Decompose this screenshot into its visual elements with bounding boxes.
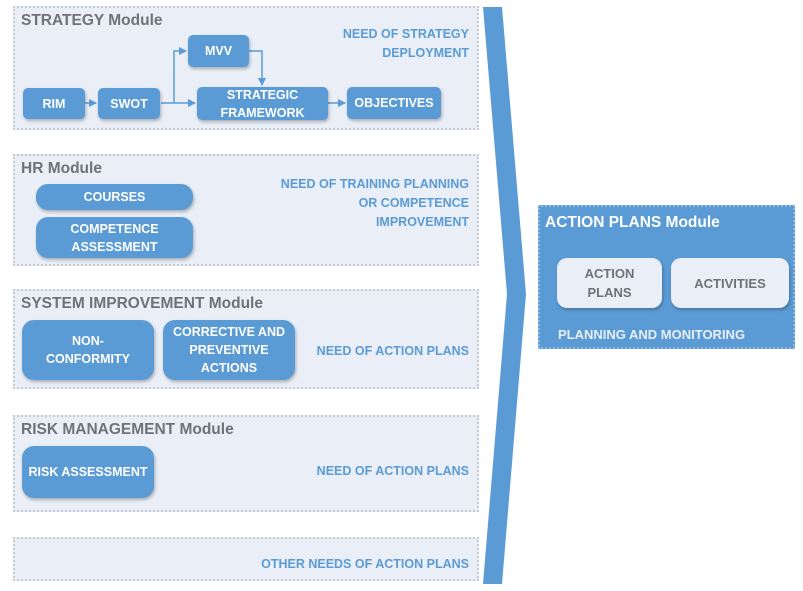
risk-assessment-node: RISK ASSESSMENT [22, 446, 154, 498]
action-plans-module-panel: ACTION PLANS Module ACTION PLANS ACTIVIT… [538, 205, 795, 349]
non-conformity-node: NON- CONFORMITY [22, 320, 154, 380]
activities-node: ACTIVITIES [671, 258, 789, 308]
mvv-to-framework-arrow [249, 50, 266, 86]
system-improvement-need-label: NEED OF ACTION PLANS [316, 344, 469, 358]
flow-to-action-plans-arrow [483, 7, 526, 584]
mvv-node: MVV [188, 35, 249, 67]
rim-node: RIM [23, 88, 85, 119]
strategic-framework-node: STRATEGIC FRAMEWORK [197, 87, 328, 120]
objectives-node: OBJECTIVES [347, 87, 441, 119]
swot-to-mvv-arrow [173, 47, 187, 103]
competence-assessment-node: COMPETENCE ASSESSMENT [36, 217, 193, 258]
system-improvement-module-title: SYSTEM IMPROVEMENT Module [21, 295, 263, 312]
risk-management-need-label: NEED OF ACTION PLANS [316, 464, 469, 478]
courses-node: COURSES [36, 184, 193, 210]
other-needs-panel: OTHER NEEDS OF ACTION PLANS [13, 537, 479, 581]
hr-need-label: NEED OF TRAINING PLANNING OR COMPETENCE … [280, 177, 469, 229]
strategy-module-title: STRATEGY Module [21, 12, 163, 29]
strategy-need-label: NEED OF STRATEGY DEPLOYMENT [342, 27, 469, 60]
action-plans-module-title: ACTION PLANS Module [545, 214, 720, 231]
swot-node: SWOT [98, 88, 160, 119]
risk-management-module-title: RISK MANAGEMENT Module [21, 421, 234, 438]
hr-module-title: HR Module [21, 160, 102, 177]
action-plans-node: ACTION PLANS [557, 258, 662, 308]
planning-monitoring-label: PLANNING AND MONITORING [558, 327, 746, 342]
other-needs-label: OTHER NEEDS OF ACTION PLANS [261, 557, 469, 571]
corrective-preventive-actions-node: CORRECTIVE AND PREVENTIVE ACTIONS [163, 320, 295, 380]
